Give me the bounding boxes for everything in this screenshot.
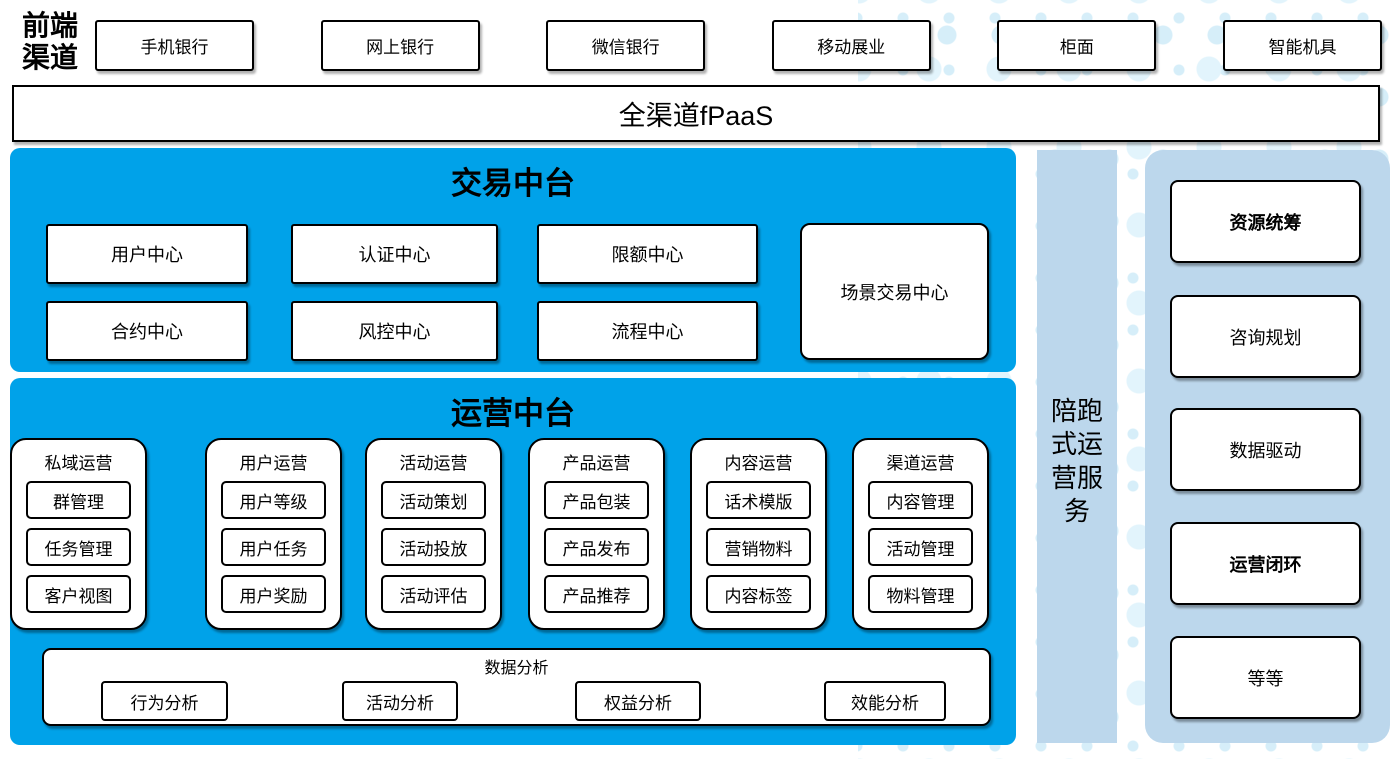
ops-group-title: 内容运营 xyxy=(724,454,793,473)
ops-item: 任务管理 xyxy=(26,528,131,566)
ops-item: 话术模版 xyxy=(706,481,811,519)
center-box-contract-center: 合约中心 xyxy=(46,301,248,361)
ops-item: 物料管理 xyxy=(868,575,973,613)
accompanying-operation-service-label: 陪跑 式运 营服 务 xyxy=(1050,396,1103,526)
front-channel-label: 前端 渠道 xyxy=(8,9,92,75)
service-box-consulting-planning: 咨询规划 xyxy=(1170,295,1361,378)
front-channel-label-line2: 渠道 xyxy=(21,41,78,75)
channel-box-mobile-marketing: 移动展业 xyxy=(771,20,931,71)
ops-group-content-operation: 内容运营 话术模版 营销物料 内容标签 xyxy=(690,438,827,630)
center-box-risk-center: 风控中心 xyxy=(291,301,498,361)
ops-item: 客户视图 xyxy=(26,575,131,613)
transaction-platform-panel: 交易中台 用户中心 认证中心 限额中心 合约中心 风控中心 流程中心 场景交易中… xyxy=(10,148,1016,372)
ops-group-title: 产品运营 xyxy=(562,454,631,473)
analysis-item-activity: 活动分析 xyxy=(342,681,458,721)
ops-group-product-operation: 产品运营 产品包装 产品发布 产品推荐 xyxy=(528,438,665,630)
ops-group-user-operation: 用户运营 用户等级 用户任务 用户奖励 xyxy=(205,438,342,630)
front-channel-row: 手机银行 网上银行 微信银行 移动展业 柜面 智能机具 xyxy=(95,20,1382,71)
ops-group-title: 用户运营 xyxy=(239,454,308,473)
ops-item: 用户任务 xyxy=(221,528,326,566)
channel-box-wechat-banking: 微信银行 xyxy=(546,20,706,71)
ops-item: 内容管理 xyxy=(868,481,973,519)
analysis-item-behavior: 行为分析 xyxy=(101,681,228,721)
ops-item: 内容标签 xyxy=(706,575,811,613)
center-box-auth-center: 认证中心 xyxy=(291,224,498,284)
channel-box-mobile-banking: 手机银行 xyxy=(95,20,254,71)
center-box-process-center: 流程中心 xyxy=(537,301,758,361)
operation-platform-panel: 运营中台 用户运营 用户等级 用户任务 用户奖励 活动运营 活动策划 活动投放 … xyxy=(10,378,1016,745)
ops-group-title: 渠道运营 xyxy=(886,454,955,473)
ops-item: 活动评估 xyxy=(381,575,486,613)
service-box-resource-coordination: 资源统筹 xyxy=(1170,180,1361,263)
omnichannel-fpaas-bar: 全渠道fPaaS xyxy=(12,85,1380,142)
ops-item: 营销物料 xyxy=(706,528,811,566)
service-box-operation-loop: 运营闭环 xyxy=(1170,522,1361,605)
ops-group-title: 活动运营 xyxy=(399,454,468,473)
center-box-scene-transaction-center: 场景交易中心 xyxy=(800,223,989,360)
channel-box-counter: 柜面 xyxy=(997,20,1157,71)
ops-group-private-domain-operation: 私域运营 群管理 任务管理 客户视图 xyxy=(10,438,147,630)
data-analysis-container: 数据分析 行为分析 活动分析 权益分析 效能分析 xyxy=(42,648,991,726)
analysis-item-rights: 权益分析 xyxy=(575,681,701,721)
ops-item: 活动策划 xyxy=(381,481,486,519)
ops-item: 产品推荐 xyxy=(544,575,649,613)
channel-box-smart-machine: 智能机具 xyxy=(1222,20,1382,71)
analysis-item-efficiency: 效能分析 xyxy=(824,681,946,721)
ops-item: 活动投放 xyxy=(381,528,486,566)
ops-item: 群管理 xyxy=(26,481,131,519)
service-box-etc: 等等 xyxy=(1170,636,1361,719)
data-analysis-title: 数据分析 xyxy=(484,660,549,677)
ops-group-channel-operation: 渠道运营 内容管理 活动管理 物料管理 xyxy=(852,438,989,630)
service-items-panel: 资源统筹 咨询规划 数据驱动 运营闭环 等等 xyxy=(1145,150,1390,743)
operation-platform-title: 运营中台 xyxy=(451,396,575,432)
ops-item: 产品包装 xyxy=(544,481,649,519)
ops-item: 产品发布 xyxy=(544,528,649,566)
transaction-platform-title: 交易中台 xyxy=(451,166,575,202)
ops-item: 用户奖励 xyxy=(221,575,326,613)
channel-box-online-banking: 网上银行 xyxy=(320,20,480,71)
ops-item: 活动管理 xyxy=(868,528,973,566)
front-channel-label-line1: 前端 xyxy=(21,9,78,42)
ops-group-title: 私域运营 xyxy=(44,454,113,473)
ops-group-activity-operation: 活动运营 活动策划 活动投放 活动评估 xyxy=(365,438,502,630)
service-box-data-driven: 数据驱动 xyxy=(1170,408,1361,491)
accompanying-operation-service-strip: 陪跑 式运 营服 务 xyxy=(1037,150,1117,743)
center-box-user-center: 用户中心 xyxy=(46,224,248,284)
ops-item: 用户等级 xyxy=(221,481,326,519)
center-box-limit-center: 限额中心 xyxy=(537,224,758,284)
